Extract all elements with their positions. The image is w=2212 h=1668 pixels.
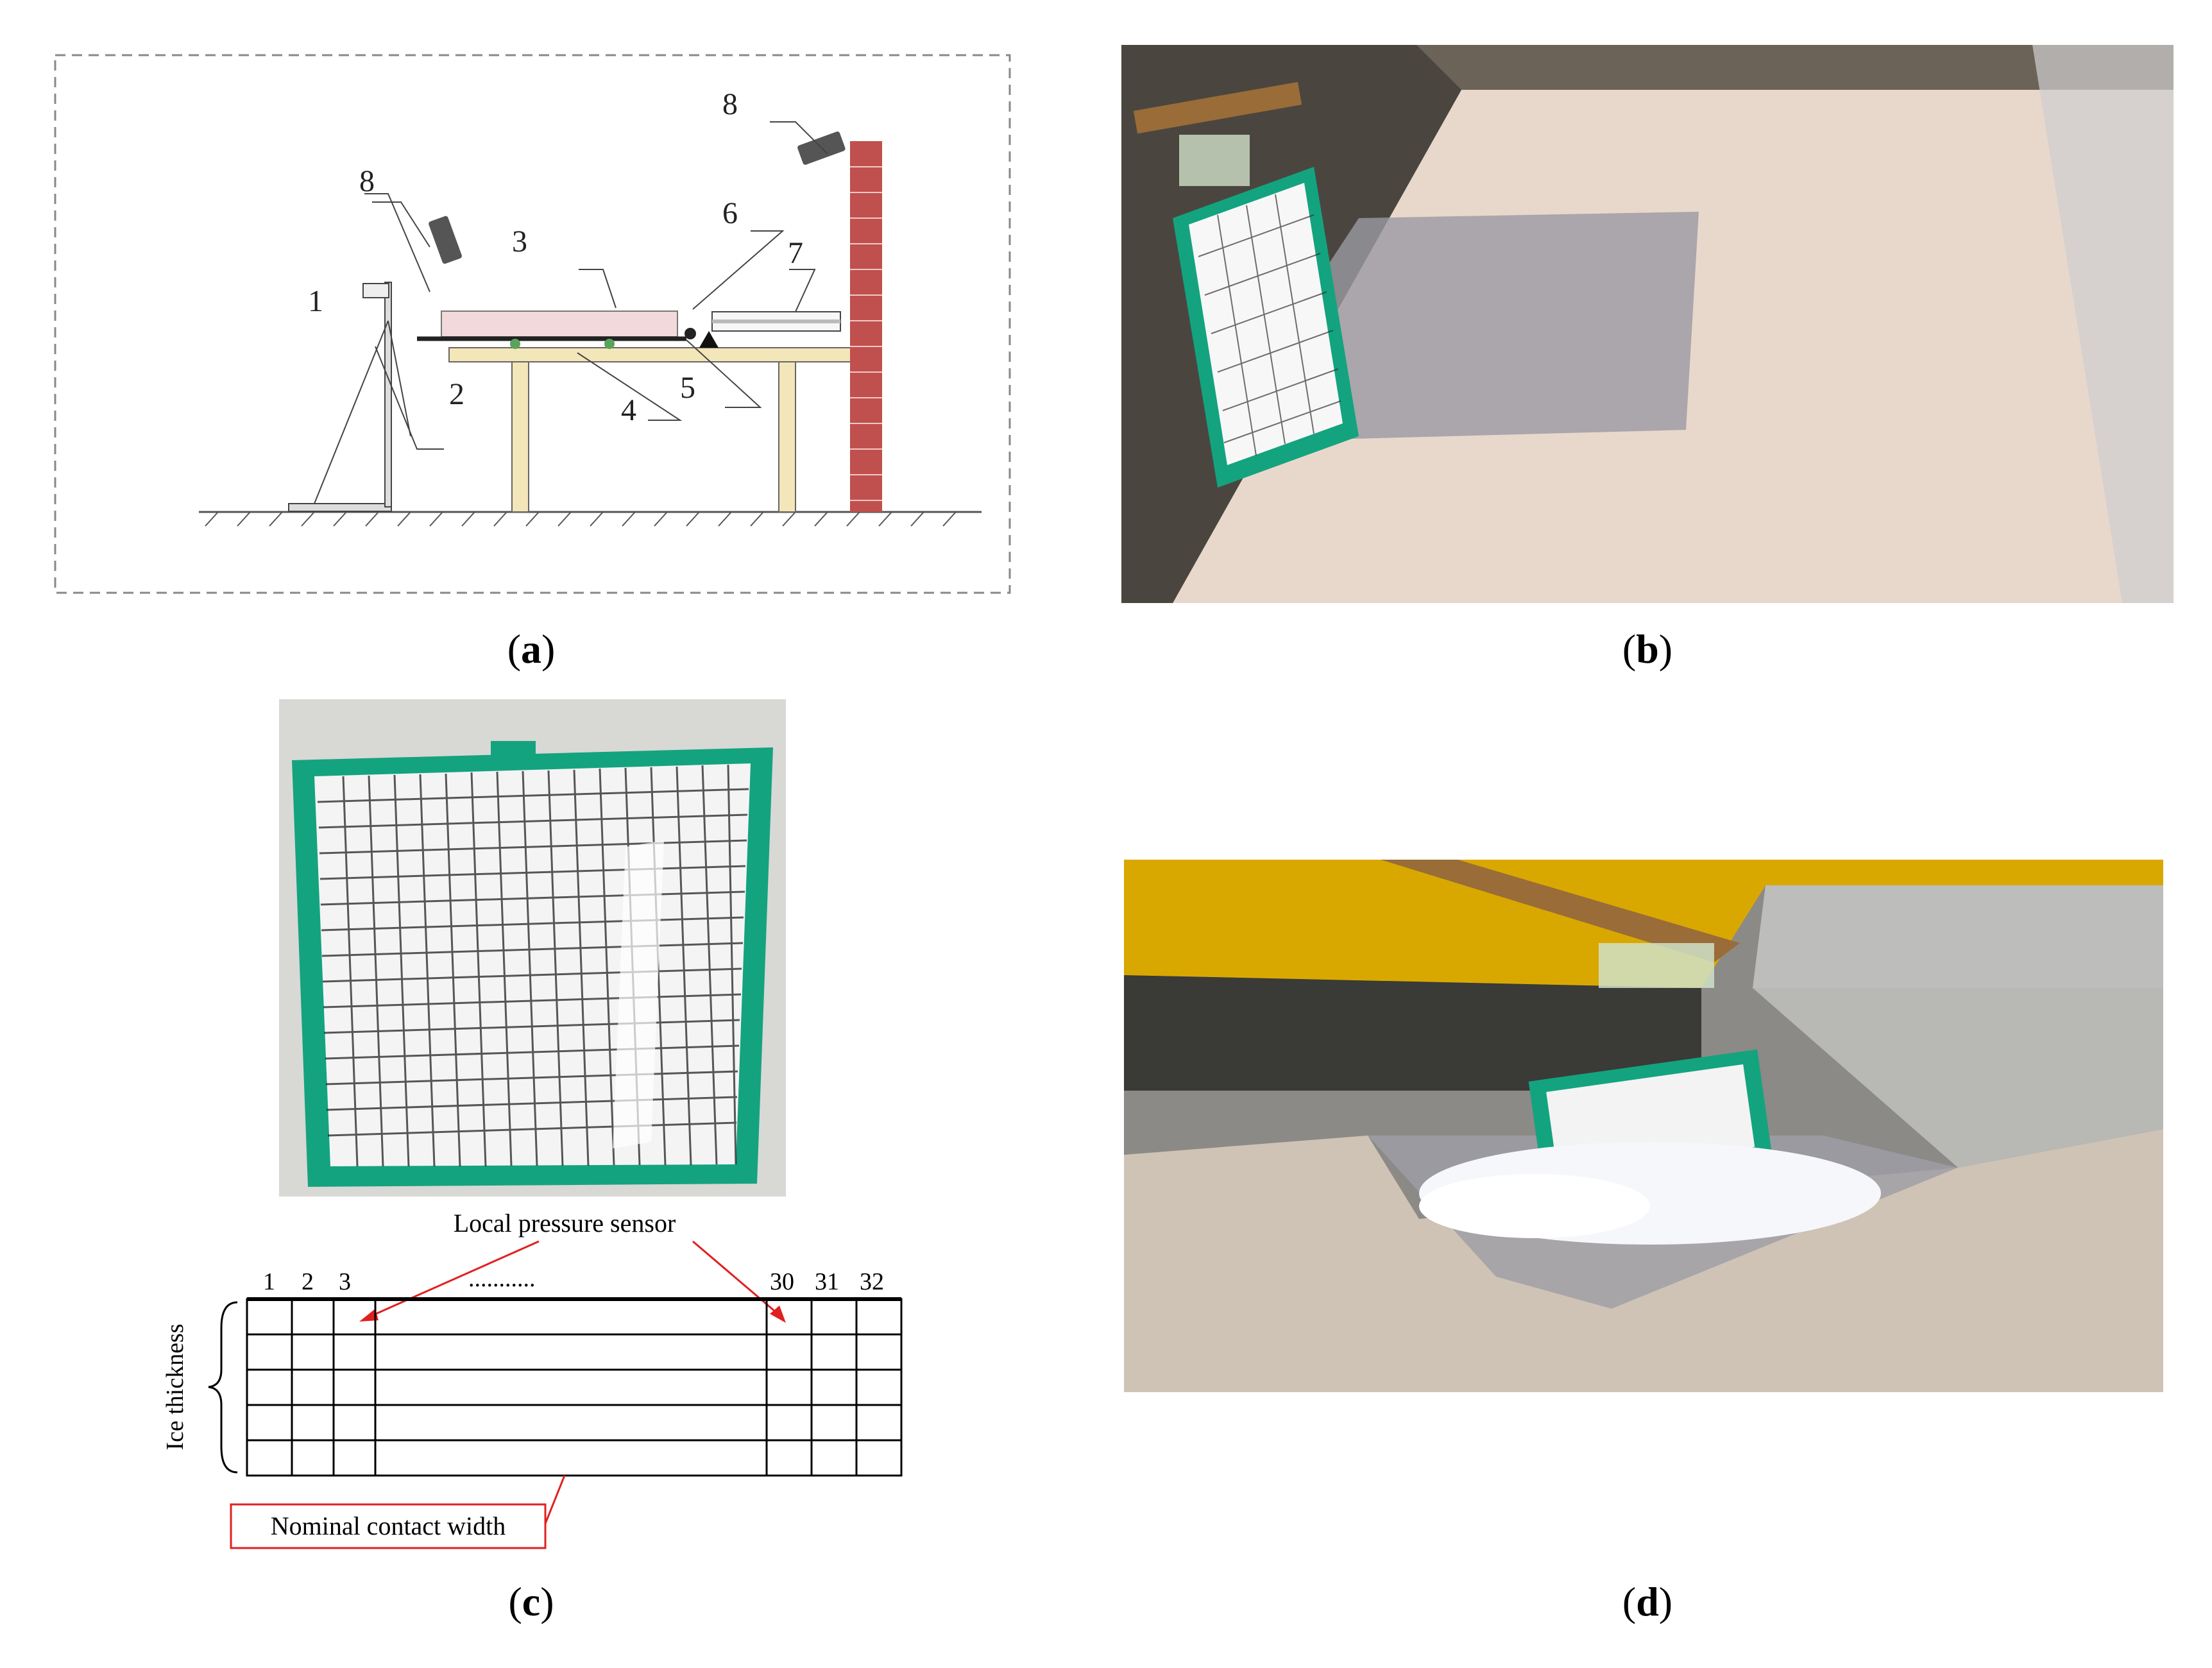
ellipsis: ...........: [468, 1265, 536, 1292]
panel-d-photo: [1124, 860, 2163, 1392]
col-3: 3: [339, 1268, 351, 1295]
label-1: 1: [308, 284, 323, 318]
panel-a-schematic: 1 2 3 4 5 6 7 8 8: [51, 51, 1014, 597]
label-4: 4: [621, 393, 636, 427]
label-7: 7: [788, 236, 803, 270]
label-2: 2: [449, 377, 464, 411]
caption-c: (c): [508, 1579, 554, 1624]
thickness-brace: [208, 1301, 238, 1474]
col-32: 32: [860, 1268, 884, 1295]
arrowhead-left: [359, 1309, 379, 1322]
arrowhead-right: [770, 1306, 786, 1323]
panel-b-photo: [1121, 45, 2174, 603]
caption-b: (b): [1622, 626, 1673, 672]
col-2: 2: [302, 1268, 314, 1295]
col-31: 31: [815, 1268, 839, 1295]
label-5: 5: [680, 371, 695, 405]
label-3: 3: [512, 225, 527, 259]
nominal-width-label: Nominal contact width: [271, 1511, 506, 1540]
sensor-label: Local pressure sensor: [454, 1209, 676, 1238]
width-box: [230, 1503, 547, 1549]
caption-a: (a): [507, 626, 556, 672]
panel-c-sensor-photo: [279, 699, 786, 1196]
arrow-right: [692, 1240, 780, 1316]
col-1: 1: [263, 1268, 275, 1295]
label-6: 6: [722, 196, 738, 230]
caption-d: (d): [1622, 1579, 1673, 1624]
width-leader: [544, 1475, 566, 1524]
schematic-drawing: 1 2 3 4 5 6 7 8 8: [54, 54, 1011, 594]
sensor-grid: [246, 1297, 903, 1477]
sensor-layout-diagram: Local pressure sensor 1 2 3 ........... …: [154, 1206, 911, 1559]
ice-thickness-label: Ice thickness: [162, 1323, 189, 1450]
arrow-left: [365, 1240, 540, 1320]
label-8-right: 8: [722, 87, 738, 121]
col-30: 30: [770, 1268, 794, 1295]
label-8-left: 8: [359, 164, 375, 198]
